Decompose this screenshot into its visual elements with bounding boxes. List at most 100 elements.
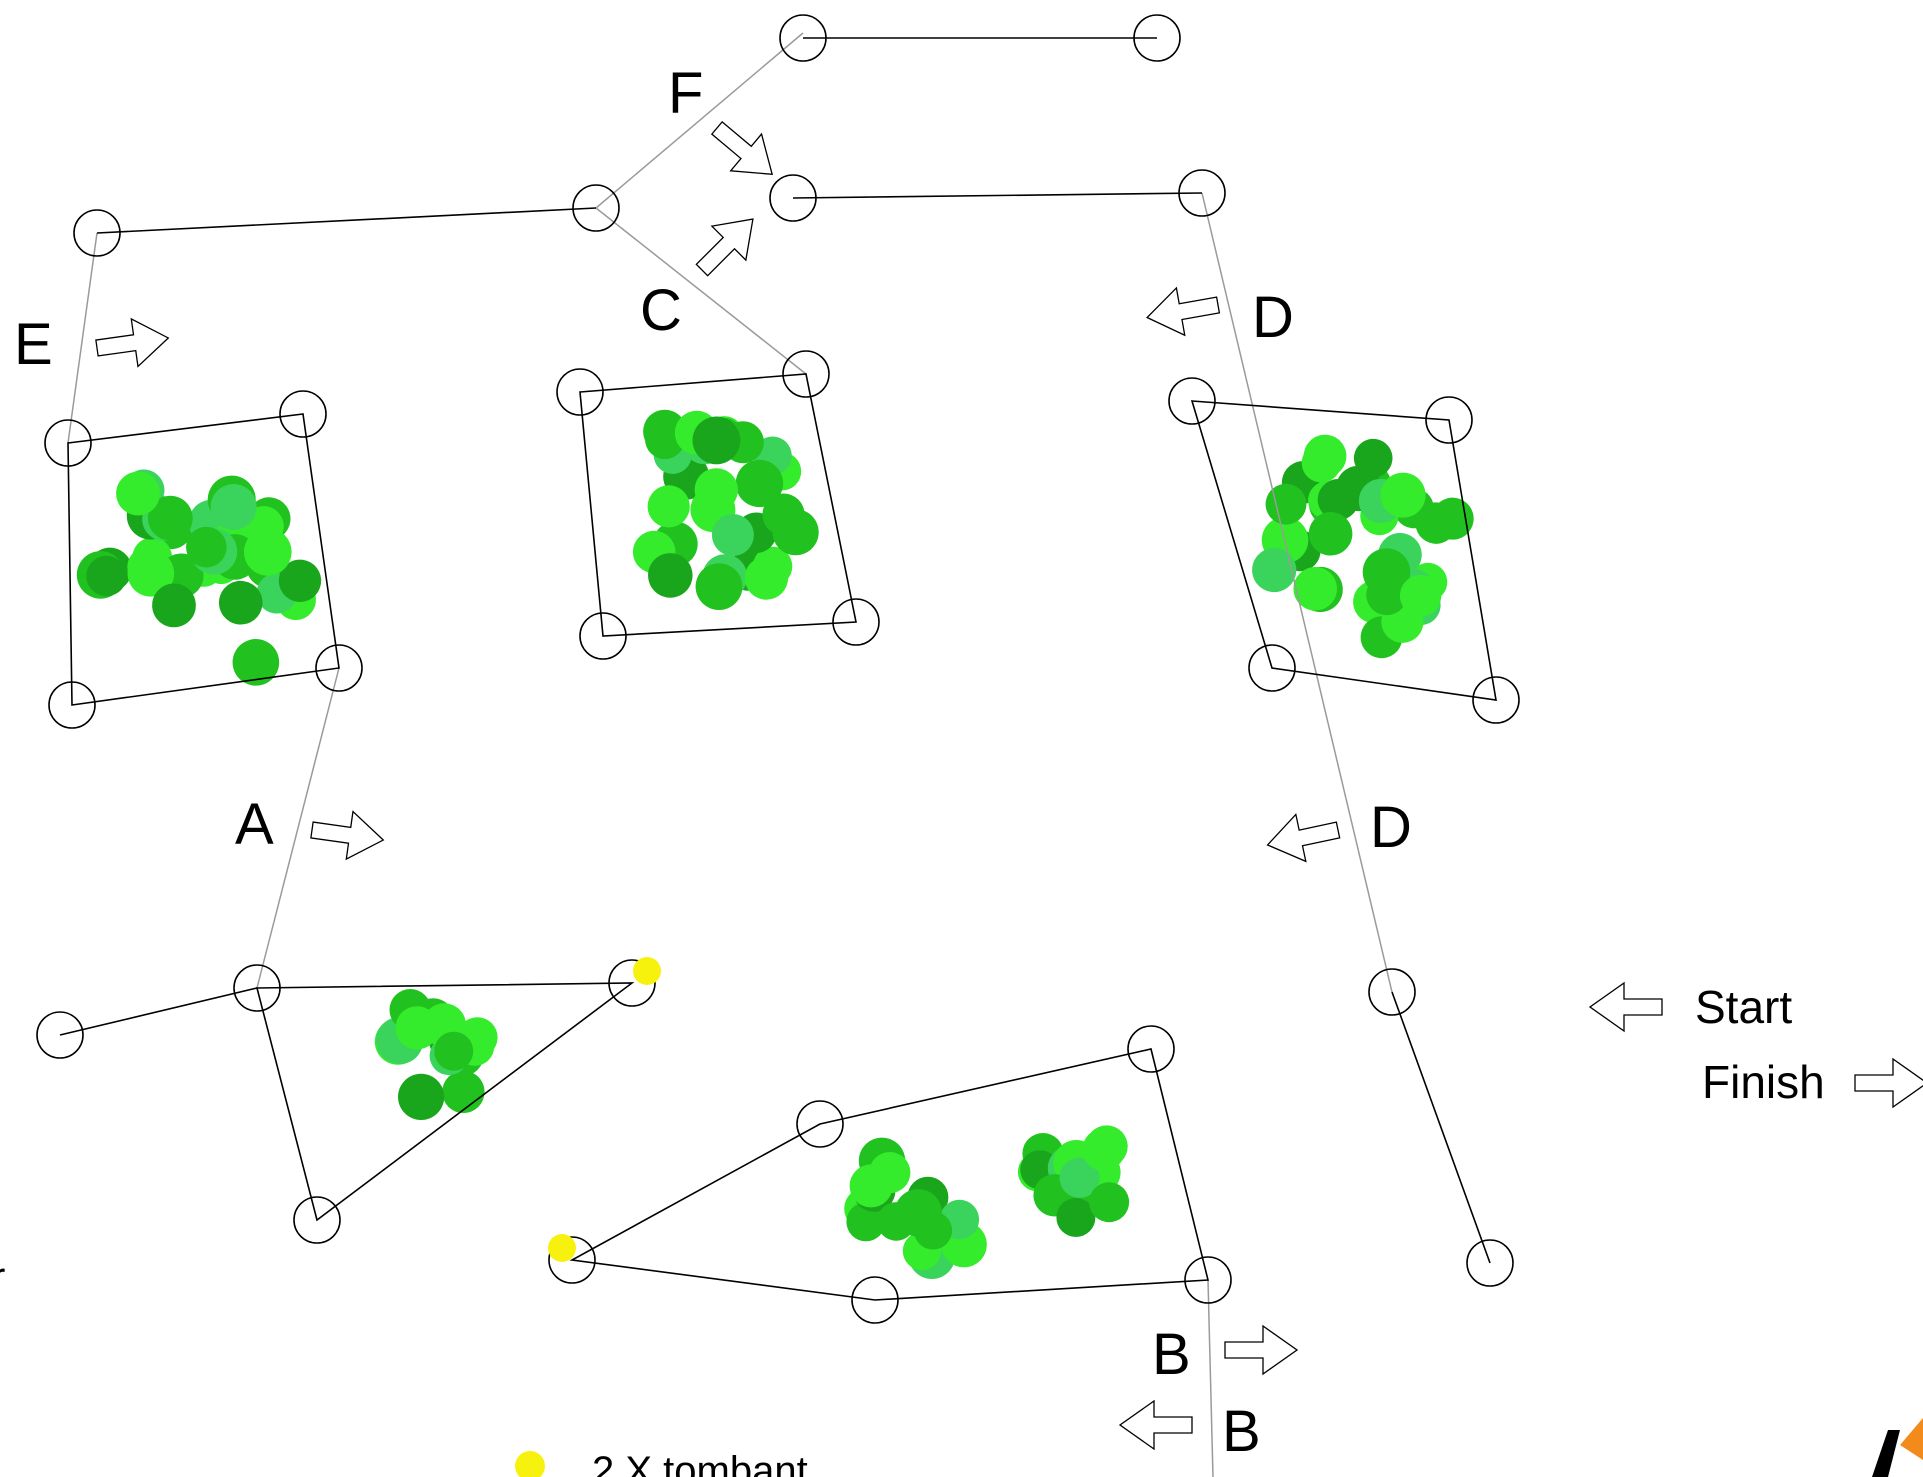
tree-cluster-icon [1252, 434, 1474, 659]
label-e: E [14, 312, 53, 377]
arrow-right-icon [1224, 1324, 1299, 1376]
label-b-in: B [1222, 1399, 1261, 1464]
pole-circle-icon [73, 209, 121, 257]
tree-cluster-icon [374, 989, 498, 1120]
pole-circle-icon [832, 598, 880, 646]
course-lines [59, 37, 1497, 1301]
tree-blob [1252, 547, 1297, 593]
pole-circles [36, 14, 1520, 1324]
logo-fragment-icon [1872, 1418, 1923, 1477]
tree-blob [116, 471, 160, 516]
pole-circle-icon [556, 368, 604, 416]
legend-yellow-marker-text: 2 X tombant [592, 1449, 808, 1477]
arrow-diagonal-icon [710, 120, 774, 176]
yellow-marker-icon [548, 1234, 576, 1262]
tree-blob [218, 580, 263, 625]
arrow-left-icon [1266, 813, 1341, 863]
tree-cluster-icon [1017, 1125, 1130, 1237]
tree-blob [1308, 511, 1353, 556]
pole-circle-icon [48, 681, 96, 729]
pole-circle-icon [782, 350, 830, 398]
pole-circle-icon [1184, 1256, 1232, 1304]
arrow-left-icon [1118, 1399, 1193, 1451]
tree-blob [86, 555, 127, 597]
edge-text-fragment: r [0, 1255, 5, 1299]
tree-blob [232, 639, 280, 686]
pole-circle-icon [279, 390, 327, 438]
tree-cluster-icon [632, 409, 819, 610]
tree-blob [744, 556, 789, 600]
tree-blob [846, 1202, 886, 1242]
pole-circle-icon [1168, 377, 1216, 425]
pole-circle-icon [579, 612, 627, 660]
tree-blob [695, 563, 743, 610]
label-a: A [235, 792, 274, 857]
pole-circle-icon [1425, 396, 1473, 444]
tree-blob [711, 514, 754, 556]
tree-blob [692, 416, 741, 465]
helper-lines [67, 32, 1393, 1477]
pole-circle-icon [572, 184, 620, 232]
tree-blob [398, 1073, 445, 1120]
tree-blob [1366, 574, 1408, 616]
label-c: C [640, 278, 682, 343]
tree-blob [1301, 443, 1342, 483]
pole-circle-icon [1133, 14, 1181, 62]
tree-blob [645, 419, 685, 460]
start-label: Start [1695, 981, 1792, 1033]
tree-blob [152, 583, 196, 628]
arrow-left-icon [1145, 286, 1221, 337]
tree-blob [147, 495, 193, 541]
arrow-left-icon [1588, 981, 1663, 1033]
pole-circle-icon [608, 959, 656, 1007]
tree-blob [278, 559, 322, 602]
legend: 2 X tombant [515, 1449, 808, 1477]
direction-arrows [95, 120, 1923, 1451]
pole-circle-icon [233, 964, 281, 1012]
tree-blob [1089, 1182, 1130, 1223]
yellow-markers [548, 957, 661, 1262]
pole-circle-icon [779, 14, 827, 62]
tree-blob [127, 549, 175, 597]
label-d-lower: D [1370, 795, 1412, 860]
pole-circle-icon [1178, 169, 1226, 217]
arrow-diagonal-icon [695, 218, 754, 277]
finish-label: Finish [1702, 1056, 1825, 1108]
tree-blob [434, 1031, 474, 1071]
pole-circle-icon [1472, 676, 1520, 724]
tree-blob [1317, 478, 1359, 521]
pole-circle-icon [36, 1011, 84, 1059]
tree-blob [894, 1189, 942, 1237]
tree-blob [772, 509, 819, 556]
start-finish: Start Finish [1695, 981, 1825, 1108]
pole-circle-icon [548, 1236, 596, 1284]
tree-blob [210, 484, 257, 531]
pole-circle-icon [44, 419, 92, 467]
pole-circle-icon [1368, 968, 1416, 1016]
tree-blob [849, 1164, 893, 1208]
yellow-marker-icon [633, 957, 661, 985]
pole-circle-icon [851, 1276, 899, 1324]
arrow-right-icon [310, 810, 385, 861]
tree-cluster-icon [844, 1137, 987, 1279]
label-d-upper: D [1252, 285, 1294, 350]
tree-blob [442, 1070, 485, 1114]
tree-blob [186, 526, 227, 568]
pole-circle-icon [1248, 644, 1296, 692]
pole-circle-icon [293, 1196, 341, 1244]
tree-blob [1056, 1198, 1096, 1237]
tree-blob [647, 485, 690, 528]
pole-circle-icon [1127, 1025, 1175, 1073]
arrow-right-icon [95, 317, 170, 368]
tree-blob [648, 553, 693, 598]
tree-blob [1059, 1157, 1100, 1198]
yellow-marker-icon [515, 1451, 545, 1477]
pole-circle-icon [1466, 1239, 1514, 1287]
arrow-right-icon [1854, 1057, 1923, 1109]
tree-blob [1085, 1125, 1128, 1168]
label-f: F [668, 61, 703, 126]
tree-cluster-icon [76, 469, 322, 686]
pole-circle-icon [315, 644, 363, 692]
tree-blob [1265, 483, 1307, 525]
